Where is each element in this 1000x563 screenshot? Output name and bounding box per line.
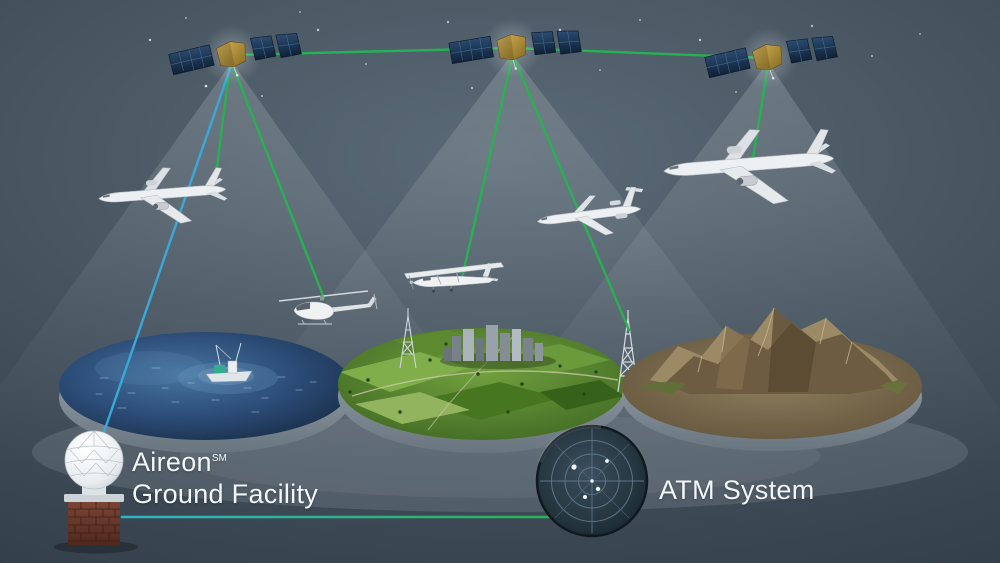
business-jet (536, 186, 644, 236)
service-vessel (205, 342, 253, 383)
ground-uplink (95, 64, 233, 454)
link-business-jet-tower (512, 56, 631, 332)
ground-facility-label-line1: AireonSM (132, 446, 318, 478)
atm-radar-display (535, 424, 649, 538)
radio-tower-left (399, 308, 417, 369)
ground-facility (54, 430, 138, 554)
satellites-group (167, 18, 840, 90)
ground-platform-glow (180, 414, 820, 498)
farmland-disc (338, 308, 639, 453)
star-dots (148, 11, 921, 97)
light-aircraft (403, 262, 505, 293)
link-helicopter (230, 62, 326, 300)
airliner-left (98, 167, 228, 224)
satellite-center (448, 28, 583, 76)
brick-pedestal (68, 501, 120, 545)
ocean-disc (59, 332, 351, 453)
aireon-brand-text: Aireon (132, 447, 212, 477)
servicemark-text: SM (211, 453, 227, 464)
helicopter (278, 290, 378, 325)
ground-facility-label: AireonSM Ground Facility (132, 446, 318, 511)
mountain-disc (622, 307, 922, 451)
ground-facility-text: Ground Facility (132, 479, 319, 510)
city-buildings (440, 325, 556, 369)
link-light-aircraft (460, 56, 514, 280)
atm-system-label: ATM System (659, 475, 815, 505)
radar-aircraft-blips (571, 459, 609, 499)
airliner-right (663, 129, 836, 205)
